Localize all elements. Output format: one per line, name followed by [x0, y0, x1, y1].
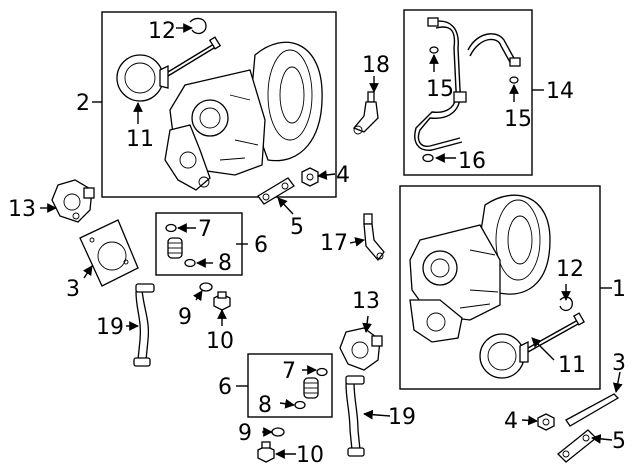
- turbocharger-left: [164, 41, 323, 191]
- washer-9-upper: [199, 282, 213, 292]
- washer-15-right: [509, 76, 519, 84]
- actuator-left: [116, 36, 222, 102]
- callout-5-lower: 5: [612, 429, 626, 454]
- oil-lines-14: [414, 17, 521, 151]
- callout-19-upper: 19: [96, 315, 124, 340]
- leader-lines: [40, 23, 623, 459]
- sensor-18: [352, 91, 379, 135]
- housing-13-upper: [51, 179, 95, 223]
- callout-4-lower: 4: [504, 409, 518, 434]
- nut-4-upper: [301, 167, 319, 187]
- callout-11-upper: 11: [126, 127, 154, 152]
- gasket-3-upper: [79, 219, 139, 287]
- callout-9-upper: 9: [178, 305, 192, 330]
- bracket-5-upper: [257, 177, 295, 205]
- washer-15-left: [429, 46, 439, 54]
- callout-7-lower: 7: [282, 359, 296, 384]
- bolt-10-upper: [213, 291, 231, 311]
- callout-4-upper: 4: [336, 163, 350, 188]
- callout-11-lower: 11: [558, 353, 586, 378]
- nut-4-lower: [537, 413, 555, 431]
- callout-2: 2: [76, 91, 90, 116]
- pipe-19-lower: [345, 375, 365, 457]
- washer-16: [422, 153, 434, 163]
- callout-13-upper: 13: [8, 197, 36, 222]
- gasket-3-lower: [565, 393, 620, 427]
- turbocharger-right: [409, 194, 551, 343]
- callout-8-upper: 8: [218, 251, 232, 276]
- bolt-10-lower: [257, 441, 275, 463]
- callout-14: 14: [546, 79, 574, 104]
- callout-12-lower: 12: [556, 257, 584, 282]
- housing-13-lower: [339, 327, 383, 371]
- callout-9-lower: 9: [238, 421, 252, 446]
- fitting-17: [363, 213, 385, 262]
- callout-1: 1: [612, 277, 626, 302]
- callout-15-left: 15: [426, 77, 454, 102]
- callout-15-right: 15: [504, 107, 532, 132]
- bracket-5-lower: [557, 429, 597, 463]
- callout-6-lower: 6: [218, 375, 232, 400]
- callout-10-upper: 10: [206, 329, 234, 354]
- callout-3-lower: 3: [612, 351, 626, 376]
- box-oil-lines: [403, 9, 533, 176]
- callout-10-lower: 10: [296, 443, 324, 468]
- callout-6-upper: 6: [254, 233, 268, 258]
- callout-16: 16: [458, 149, 486, 174]
- clip-left: [189, 17, 207, 35]
- callout-13-lower: 13: [352, 289, 380, 314]
- callout-18: 18: [362, 53, 390, 78]
- kit-upper-parts: [165, 223, 196, 268]
- callout-7-upper: 7: [198, 217, 212, 242]
- callout-12-upper: 12: [148, 19, 176, 44]
- callout-3-upper: 3: [66, 277, 80, 302]
- callout-19-lower: 19: [388, 405, 416, 430]
- callout-8-lower: 8: [258, 393, 272, 418]
- kit-lower-parts: [294, 367, 328, 410]
- callout-17: 17: [320, 231, 348, 256]
- washer-9-lower: [271, 427, 285, 437]
- box-turbo-left: [101, 11, 337, 198]
- pipe-19-upper: [133, 283, 155, 367]
- callout-5-upper: 5: [290, 215, 304, 240]
- actuator-right: [479, 312, 585, 379]
